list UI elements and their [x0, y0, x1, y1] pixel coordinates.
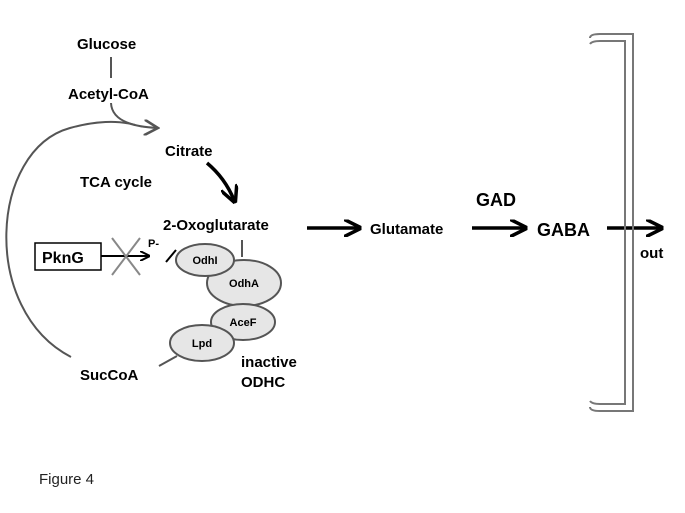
pkng-label: PknG — [42, 250, 84, 267]
lpd-label: Lpd — [192, 338, 212, 350]
gaba-label: GABA — [537, 220, 590, 240]
glutamate-label: Glutamate — [370, 221, 443, 238]
citrate-oxoglutarate-arrow — [205, 161, 234, 200]
succoa-label: SucCoA — [80, 367, 139, 384]
acetylcoa-citrate-arrow — [110, 102, 158, 128]
phospho-label: P- — [148, 238, 159, 250]
odhi-binding-bar — [165, 249, 177, 263]
out-label: out — [640, 245, 663, 262]
gad-label: GAD — [476, 190, 516, 210]
acetylcoa-label: Acetyl-CoA — [68, 86, 149, 103]
glucose-label: Glucose — [77, 36, 136, 53]
inactive-label: inactive — [241, 354, 297, 371]
oxoglutarate-label: 2-Oxoglutarate — [163, 217, 269, 234]
lpd-succoa-connector — [158, 355, 178, 367]
inhibition-cross-b — [111, 237, 141, 276]
odhi-subunit — [175, 243, 235, 277]
acef-label: AceF — [230, 317, 257, 329]
figure-caption: Figure 4 — [39, 471, 94, 488]
membrane-bracket — [589, 33, 634, 412]
odhc-label: ODHC — [241, 374, 285, 391]
membrane-bracket-inner — [589, 40, 626, 405]
odhi-label: OdhI — [192, 255, 217, 267]
citrate-label: Citrate — [165, 143, 213, 160]
lpd-subunit — [169, 324, 235, 362]
odha-label: OdhA — [229, 278, 259, 290]
tca-cycle-label: TCA cycle — [80, 174, 152, 191]
tca-cycle-arc — [5, 120, 136, 358]
